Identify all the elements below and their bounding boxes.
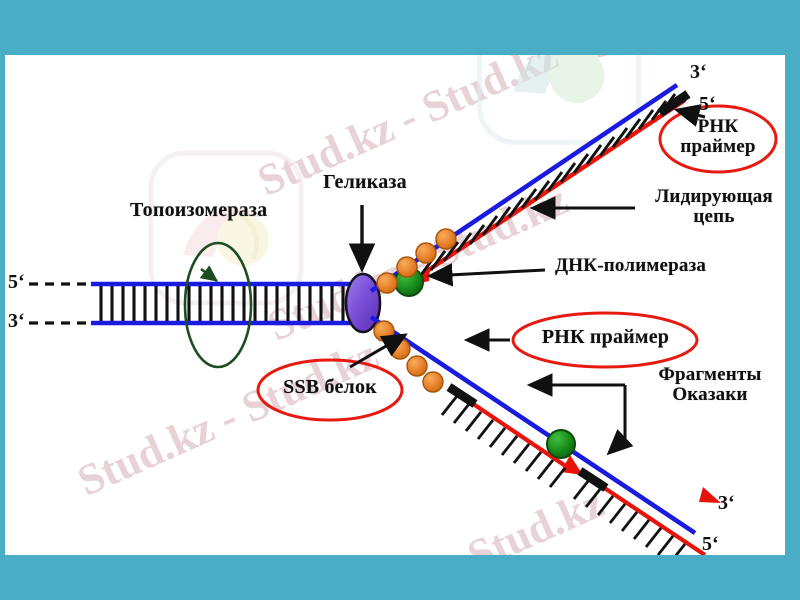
topoisomerase-loop bbox=[183, 241, 253, 369]
replication-fork-drawing bbox=[29, 83, 778, 555]
marker-lagging-template-5prime: 5‘ bbox=[702, 533, 719, 555]
label-rna-primer-bottom: РНК праймер bbox=[541, 326, 670, 348]
parent-dna-dashes bbox=[29, 282, 91, 325]
okazaki-2-synthesis-arrow bbox=[699, 487, 721, 503]
okazaki-2-rungs bbox=[572, 479, 687, 555]
okazaki-2-new-strand bbox=[591, 478, 707, 496]
okazaki-1-synthesis-arrow bbox=[561, 455, 583, 475]
leading-new-strand bbox=[422, 98, 687, 275]
marker-parent-3prime: 3‘ bbox=[8, 310, 25, 332]
callout-ellipse-rna-primer-top bbox=[658, 104, 778, 174]
label-topoisomerase: Топоизомераза bbox=[130, 199, 268, 221]
leader-arrow-okazaki bbox=[526, 373, 634, 456]
rna-primer-leading bbox=[657, 90, 691, 117]
leading-base-pair-rungs bbox=[416, 93, 677, 280]
marker-leading-new-5prime: 5‘ bbox=[699, 93, 716, 115]
leader-arrow-rna-primer-top bbox=[673, 104, 706, 127]
okazaki-1-rungs bbox=[440, 395, 567, 488]
marker-parent-5prime: 5‘ bbox=[8, 271, 25, 293]
dna-polymerase-lagging bbox=[546, 429, 576, 459]
diagram-canvas: Stud.kz - Stud.kz Stud.kz - Stud.kz Stud… bbox=[5, 55, 785, 555]
marker-leading-template-3prime: 3‘ bbox=[690, 61, 707, 83]
callout-ellipse-ssb bbox=[256, 358, 404, 422]
helicase-shape bbox=[344, 272, 382, 334]
parent-base-pair-rungs bbox=[99, 286, 365, 321]
leader-arrow-ssb bbox=[349, 333, 408, 369]
ssb-beads-upper bbox=[376, 228, 457, 294]
label-dna-polymerase: ДНК-полимераза bbox=[555, 255, 707, 276]
label-rna-primer-top: РНК праймер bbox=[680, 116, 756, 157]
rna-primer-okazaki-1 bbox=[446, 383, 478, 408]
callout-ellipse-rna-primer-bottom bbox=[511, 311, 699, 369]
leader-arrow-dna-polymerase bbox=[426, 263, 546, 287]
label-helicase: Геликаза bbox=[323, 171, 407, 193]
label-ssb-protein: SSB белок bbox=[283, 376, 377, 398]
lagging-template-strand bbox=[369, 315, 697, 535]
label-okazaki-fragments: Фрагменты Оказаки bbox=[658, 364, 762, 405]
marker-lagging-new-3prime: 3‘ bbox=[718, 492, 735, 514]
rna-primer-okazaki-2 bbox=[577, 467, 609, 492]
label-leading-strand: Лидирующая цепь bbox=[655, 186, 773, 227]
